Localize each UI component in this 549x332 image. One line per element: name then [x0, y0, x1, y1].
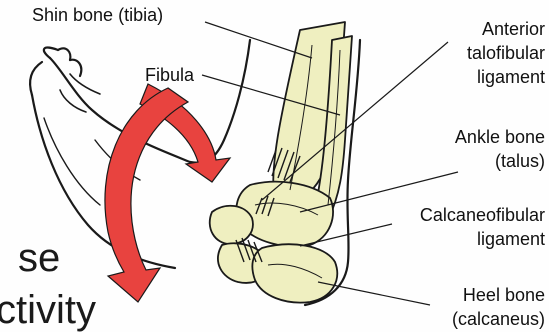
- background-text-line1: se: [18, 236, 60, 280]
- talus-label-line1: Ankle bone: [455, 126, 545, 148]
- cfl-label-line2: ligament: [477, 228, 545, 250]
- atfl-label-line3: ligament: [477, 66, 545, 88]
- fibula-label: Fibula: [145, 64, 194, 86]
- heel-label-line1: Heel bone: [463, 284, 545, 306]
- background-text-line2: ctivity: [0, 288, 96, 332]
- heel-label-line2: (calcaneus): [452, 308, 545, 330]
- atfl-label-line1: Anterior: [482, 18, 545, 40]
- talus-label-line2: (talus): [495, 150, 545, 172]
- atfl-label-line2: talofibular: [467, 42, 545, 64]
- tibia-label: Shin bone (tibia): [32, 4, 163, 26]
- cfl-label-line1: Calcaneofibular: [420, 204, 545, 226]
- navicular-bone: [210, 206, 253, 244]
